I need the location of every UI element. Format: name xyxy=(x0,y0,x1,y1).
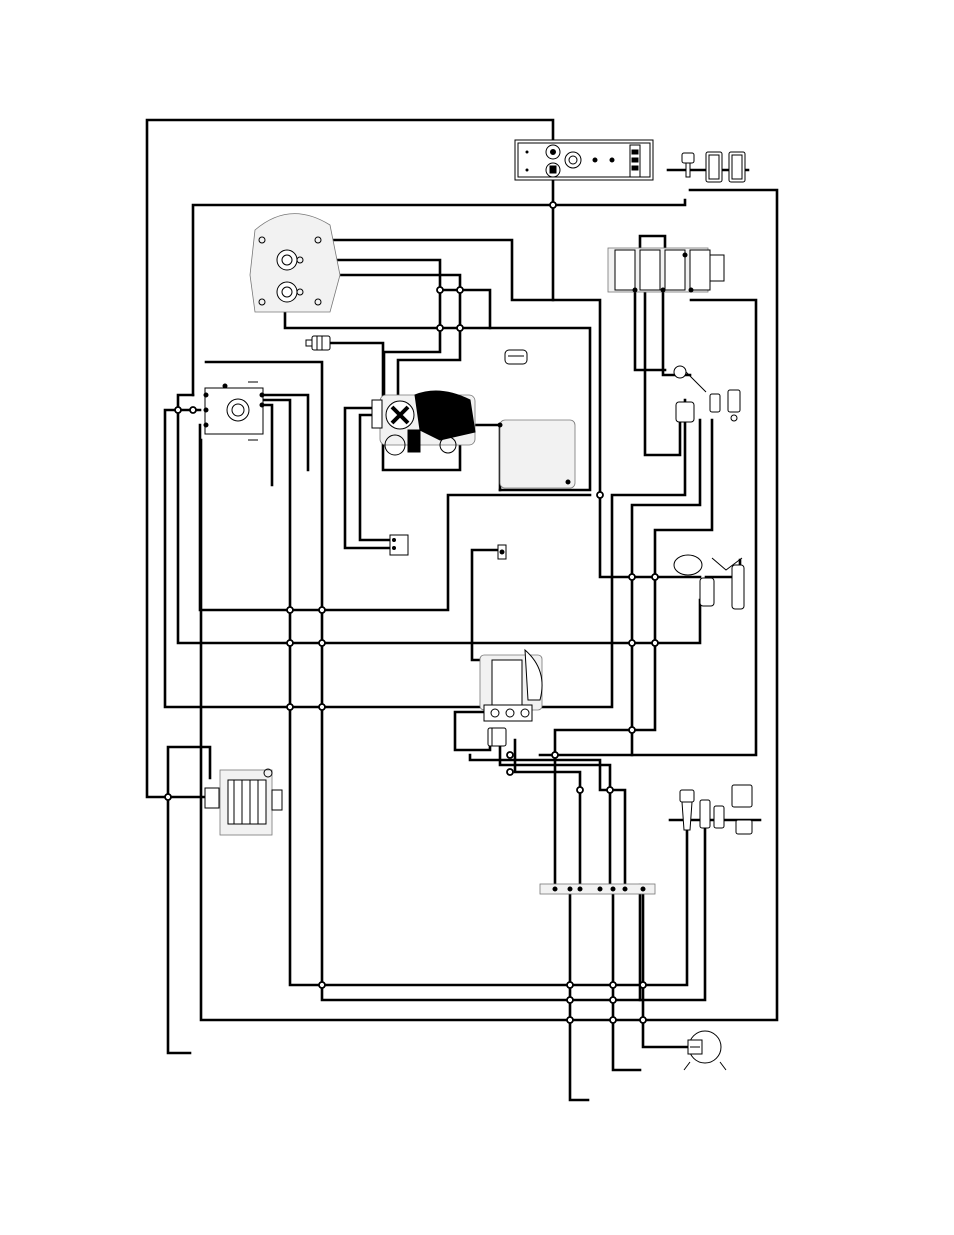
wire-relay-down-3 xyxy=(663,290,690,375)
valve-icon xyxy=(480,650,542,721)
hop xyxy=(629,727,635,733)
wire-burner-3 xyxy=(515,740,580,885)
wire-pump-tank xyxy=(475,425,500,490)
hop xyxy=(507,752,513,758)
hop xyxy=(577,787,583,793)
wire-relay-right xyxy=(540,300,756,755)
wire-burner-4 xyxy=(470,755,625,885)
hop xyxy=(550,202,556,208)
hop xyxy=(640,1017,646,1023)
hop xyxy=(175,407,181,413)
hop xyxy=(319,982,325,988)
hop xyxy=(567,997,573,1003)
fuse-holder-icon xyxy=(682,152,745,182)
control-panel-icon xyxy=(515,140,653,180)
hop xyxy=(610,997,616,1003)
hop xyxy=(287,607,293,613)
hop xyxy=(319,640,325,646)
hop xyxy=(507,769,513,775)
hop xyxy=(165,794,171,800)
pump-motor-icon xyxy=(372,391,475,455)
hop xyxy=(652,640,658,646)
motor-end-bell-icon xyxy=(250,214,340,312)
wire-relay-down-1 xyxy=(635,290,665,370)
wire-strip-down-3 xyxy=(643,890,688,1047)
wire-strip-down-1 xyxy=(570,890,588,1100)
hop xyxy=(287,640,293,646)
hop xyxy=(610,982,616,988)
wire-endbell-5 xyxy=(440,290,490,328)
hop xyxy=(457,325,463,331)
float-switch-icon xyxy=(680,785,752,834)
wire-float-2 xyxy=(640,820,705,1000)
thermostat-icon xyxy=(684,1031,726,1070)
wire-strip-down-2 xyxy=(613,890,640,1070)
hop xyxy=(640,982,646,988)
hop xyxy=(610,1017,616,1023)
hop xyxy=(607,787,613,793)
junction-box-icon xyxy=(204,382,264,440)
hop xyxy=(437,325,443,331)
pressure-switch-icon xyxy=(674,366,740,422)
hop xyxy=(597,492,603,498)
hop xyxy=(437,287,443,293)
wire-generator-ground xyxy=(168,797,190,1053)
solenoid-icon xyxy=(306,336,330,350)
solenoid-icon xyxy=(488,728,506,746)
wire-crossovers xyxy=(165,202,658,1023)
hop xyxy=(287,704,293,710)
sensor-icon xyxy=(498,545,506,559)
hop xyxy=(319,607,325,613)
hop xyxy=(567,982,573,988)
hop xyxy=(629,574,635,580)
terminal-strip-icon xyxy=(540,884,655,894)
connector-icon xyxy=(390,535,408,555)
pump-icon xyxy=(674,555,744,609)
hop xyxy=(567,1017,573,1023)
hop xyxy=(190,407,196,413)
wire-generator-loop xyxy=(168,747,210,797)
wire-jbox-2 xyxy=(262,400,687,985)
tank-icon xyxy=(498,350,575,488)
hop xyxy=(319,704,325,710)
hop xyxy=(457,287,463,293)
hop xyxy=(552,752,558,758)
wire-pswitch-down xyxy=(632,420,700,755)
wire-jbox-5 xyxy=(165,400,685,707)
hop xyxy=(629,640,635,646)
relay-board-icon xyxy=(608,248,724,292)
generator-icon xyxy=(205,769,282,835)
hop xyxy=(652,574,658,580)
